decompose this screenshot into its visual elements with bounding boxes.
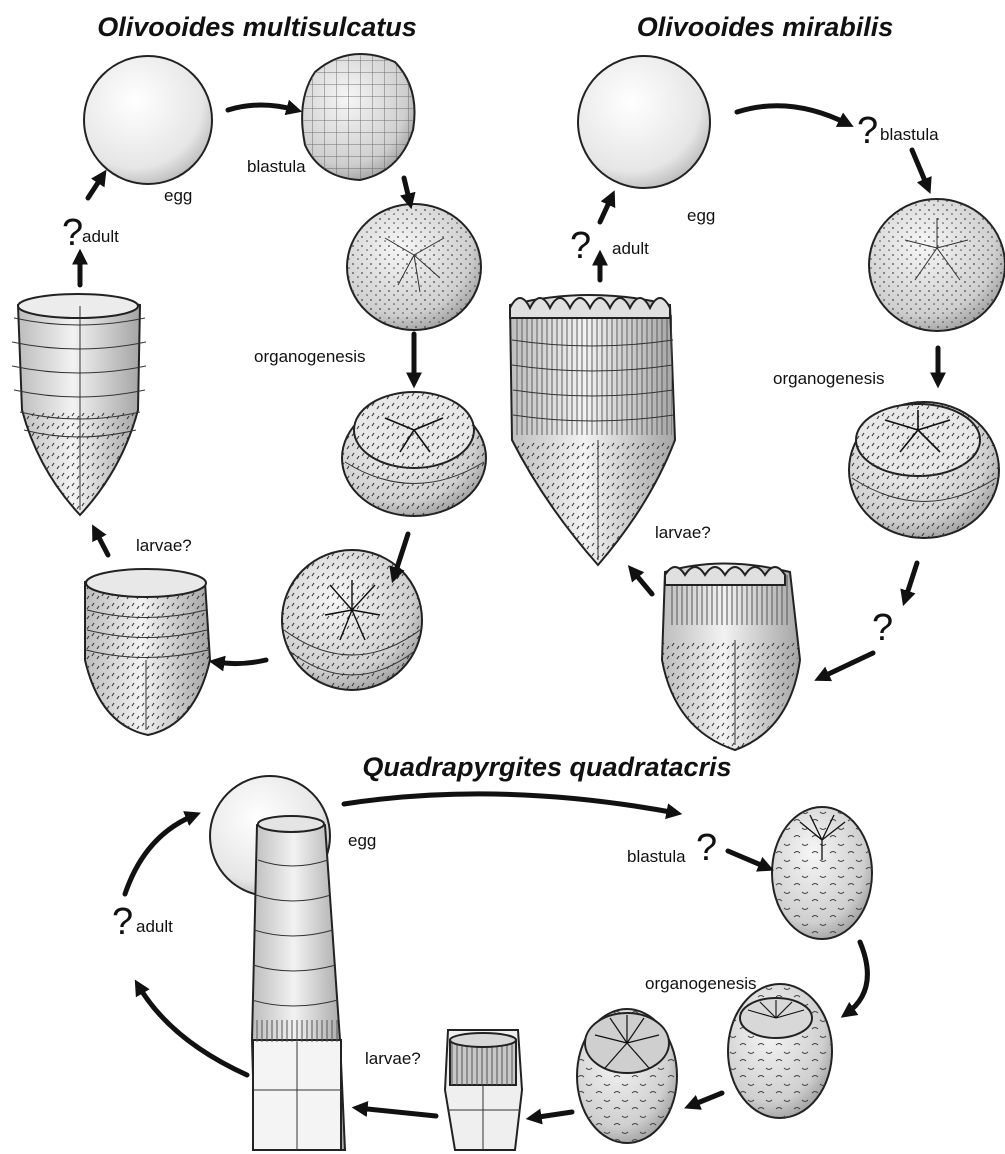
embryo-stage-illustration <box>869 199 1005 331</box>
blastula-label: blastula <box>880 125 939 144</box>
question-mark: ? <box>872 607 893 649</box>
question-mark: ? <box>857 110 878 152</box>
question-mark: ? <box>696 827 717 869</box>
title-olivooides-multisulcatus: Olivooides multisulcatus <box>97 12 417 42</box>
adult-illustration <box>510 295 675 565</box>
egg-label: egg <box>348 831 376 850</box>
embryo-stage-illustration <box>282 550 422 690</box>
embryo-stage-illustration <box>577 1009 677 1143</box>
blastula-label: blastula <box>247 157 306 176</box>
larva-illustration <box>85 569 210 735</box>
adult-illustration <box>12 294 146 515</box>
cycle-quadratacris: egg ? blastula organogenesis <box>112 776 872 1150</box>
question-mark: ? <box>112 901 133 943</box>
larva-illustration <box>445 1030 522 1150</box>
title-olivooides-mirabilis: Olivooides mirabilis <box>637 12 894 42</box>
embryo-stage-illustration <box>849 402 999 538</box>
larvae-label: larvae? <box>655 523 711 542</box>
cycle-mirabilis: egg ? blastula organogenesis ? <box>510 56 1005 750</box>
adult-illustration <box>252 816 345 1150</box>
cycle-multisulcatus: egg blastula organogenesis <box>12 54 486 735</box>
adult-label: adult <box>82 227 119 246</box>
embryo-stage-illustration <box>342 392 486 516</box>
egg-illustration <box>84 56 212 184</box>
larva-illustration <box>662 564 800 751</box>
egg-label: egg <box>164 186 192 205</box>
organogenesis-label: organogenesis <box>645 974 757 993</box>
blastula-label: blastula <box>627 847 686 866</box>
larvae-label: larvae? <box>365 1049 421 1068</box>
embryo-stage-illustration <box>347 204 481 330</box>
embryo-stage-illustration <box>772 807 872 939</box>
blastula-illustration <box>302 54 414 180</box>
organogenesis-label: organogenesis <box>254 347 366 366</box>
adult-label: adult <box>612 239 649 258</box>
embryo-stage-illustration <box>728 984 832 1118</box>
egg-label: egg <box>687 206 715 225</box>
title-quadrapyrgites-quadratacris: Quadrapyrgites quadratacris <box>362 752 731 782</box>
larvae-label: larvae? <box>136 536 192 555</box>
question-mark: ? <box>62 212 83 254</box>
question-mark: ? <box>570 225 591 267</box>
egg-illustration <box>578 56 710 188</box>
adult-label: adult <box>136 917 173 936</box>
organogenesis-label: organogenesis <box>773 369 885 388</box>
